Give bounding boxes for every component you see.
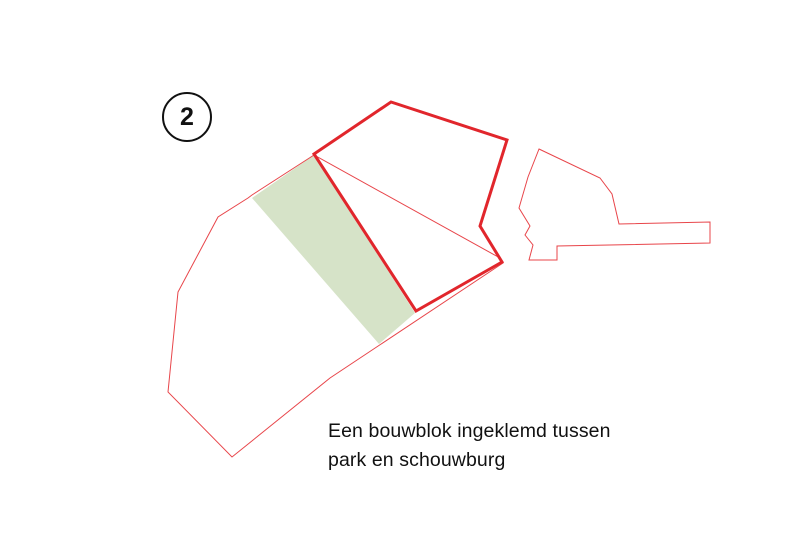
caption-line-2: park en schouwburg: [328, 449, 506, 471]
step-number: 2: [180, 102, 194, 131]
step-number-badge: 2: [162, 92, 212, 142]
park-area: [252, 155, 415, 344]
caption-line-1: Een bouwblok ingeklemd tussen: [328, 420, 611, 442]
building-block-outline: [311, 100, 509, 314]
theatre-parcel-outline: [518, 148, 711, 261]
caption: Een bouwblok ingeklemd tussen park en sc…: [328, 417, 611, 475]
